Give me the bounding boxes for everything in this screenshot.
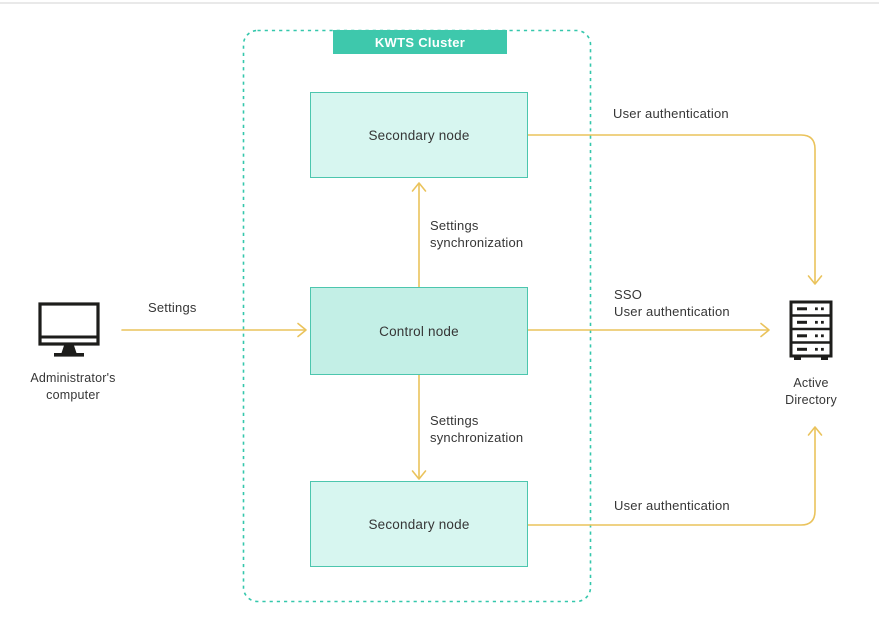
node-secondary-top-label: Secondary node — [368, 127, 470, 143]
node-secondary-bottom: Secondary node — [310, 481, 528, 567]
server-icon — [789, 300, 833, 367]
page-top-divider — [0, 2, 879, 4]
edge-sync-down-label: Settings synchronization — [430, 413, 524, 445]
node-control: Control node — [310, 287, 528, 375]
cluster-title-badge: KWTS Cluster — [333, 30, 507, 54]
node-control-label: Control node — [379, 323, 459, 339]
node-secondary-top: Secondary node — [310, 92, 528, 178]
edge-auth-top-arrow — [527, 134, 823, 285]
cluster-title: KWTS Cluster — [374, 34, 466, 50]
edge-sync-down-arrow — [411, 374, 427, 480]
server-icon-graphic — [789, 300, 833, 360]
edge-sync-up-label: Settings synchronization — [430, 218, 524, 250]
active-directory-label: Active Directory — [785, 376, 837, 407]
edge-auth-top-label: User authentication — [613, 106, 729, 121]
edge-auth-bottom-label: User authentication — [614, 498, 730, 513]
edge-sso-auth-label: SSO User authentication — [614, 287, 730, 319]
admin-computer-label: Administrator's computer — [30, 371, 116, 402]
edge-settings-arrow — [121, 322, 307, 338]
edge-sso-auth-arrow — [527, 322, 770, 338]
edge-settings-label: Settings — [148, 300, 197, 315]
node-secondary-bottom-label: Secondary node — [368, 516, 470, 532]
monitor-icon-graphic — [38, 302, 100, 357]
edge-sync-up-arrow — [411, 182, 427, 288]
monitor-icon — [38, 302, 100, 363]
edge-auth-bottom-arrow — [527, 426, 823, 526]
